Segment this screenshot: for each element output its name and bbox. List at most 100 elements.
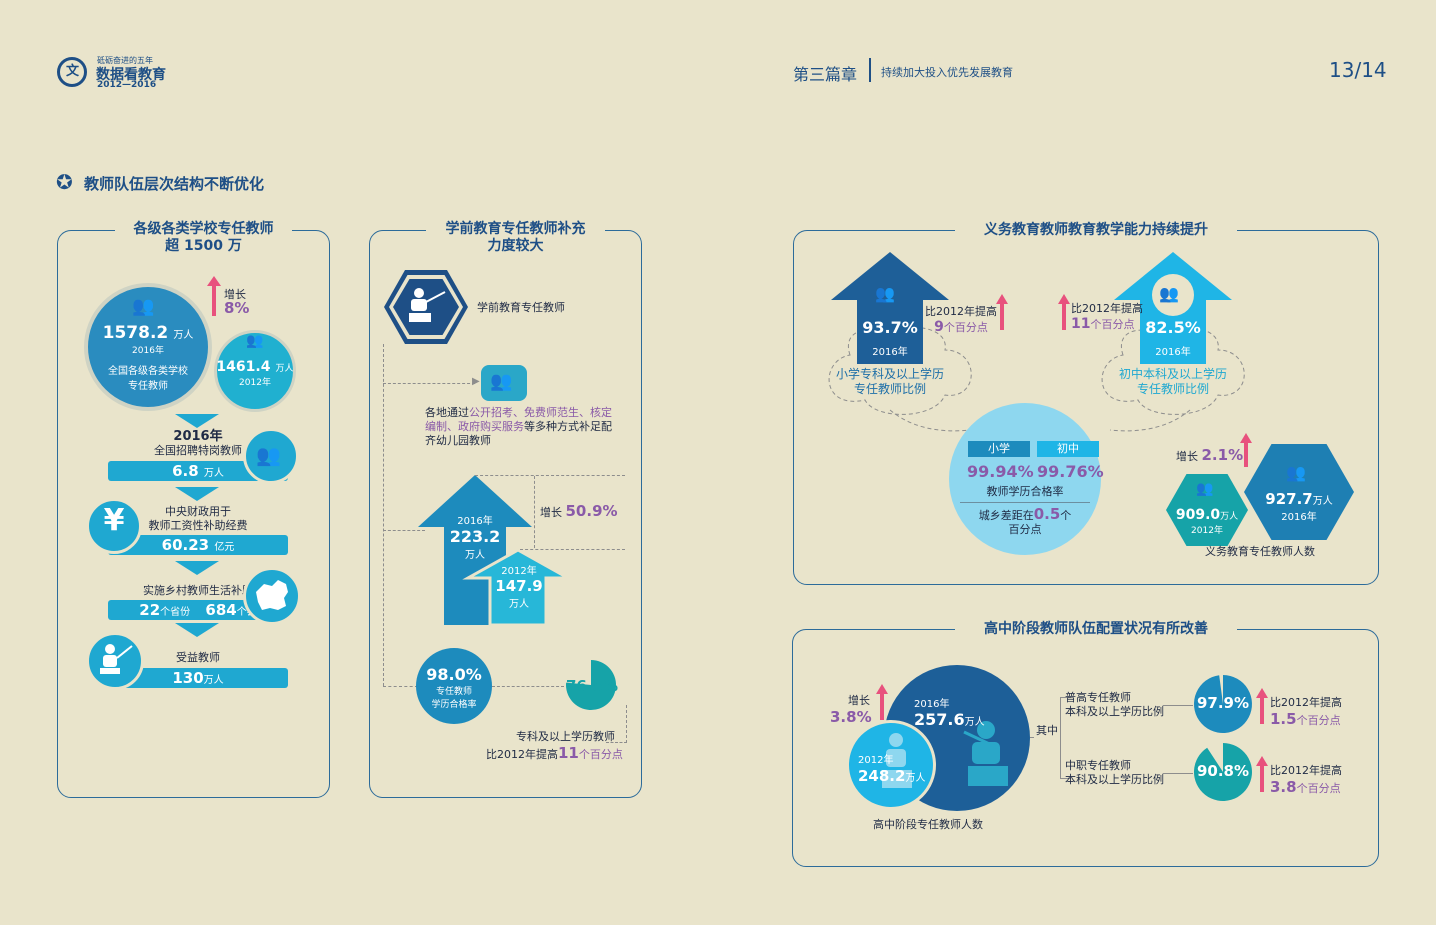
middle-icon-circle (1152, 274, 1194, 316)
primary-desc1: 小学专科及以上学历 (835, 367, 944, 381)
growth-bracket-vert (534, 476, 535, 548)
hex-2012-text: 909.0万人 2012年 (1160, 504, 1254, 536)
panel1-title-line2: 超 1500 万 (165, 238, 242, 254)
primary-year: 2016年 (872, 347, 908, 358)
total-2012-text: 1461.4 万人 2012年 (214, 356, 296, 388)
b2-note: 比2012年提高 3.8个百分点 (1270, 762, 1342, 796)
total-2016-value: 1578.2 (102, 323, 169, 343)
total-desc2: 专任教师 (128, 381, 168, 392)
rate-desc: 教师学历合格率 (986, 485, 1064, 498)
pass-to-pie-line (492, 686, 564, 687)
growth-arrow-icon (876, 684, 888, 720)
preschool-pie-slice (565, 660, 616, 710)
step4-desc: 受益教师 (176, 651, 220, 664)
hex-desc: 义务教育专任教师人数 (1205, 545, 1315, 558)
cloud-dashed-right (1101, 327, 1245, 415)
step1-bar: 6.8 万人 (108, 461, 288, 481)
desc-line3: 齐幼儿园教师 (425, 434, 491, 447)
middle-value: 82.5% (1145, 318, 1201, 337)
step4-unit: 万人 (203, 675, 224, 686)
teacher-icon (963, 721, 1008, 786)
logo-top-text: 砥砺奋进的五年 (97, 56, 153, 65)
growth-bracket (475, 475, 625, 476)
pie-dashed-lines (606, 705, 627, 743)
yuan-icon: ¥ (103, 503, 125, 538)
preschool-item-label: 学前教育专任教师 (477, 301, 565, 314)
pass-rate-desc1: 专任教师 (435, 687, 472, 697)
step2-text: 中央财政用于 教师工资性补助经费 (108, 505, 288, 533)
preschool-growth-value: 50.9% (565, 502, 618, 520)
flow-dashed-line (383, 344, 384, 686)
people-icon: 👥 (1159, 284, 1179, 303)
preschool-pie (565, 660, 616, 710)
total-2016-text: 1578.2 万人 2016年 全国各级各类学校 专任教师 (88, 323, 208, 392)
primary-note-pre: 比2012年提高 (925, 305, 997, 318)
b1-value: 97.9% (1196, 694, 1250, 712)
hs-2012-value: 248.2 (858, 767, 906, 785)
growth-arrow-icon (1256, 756, 1268, 792)
hs-2016-year: 2016年 (914, 699, 950, 710)
step4-value: 130 (172, 669, 204, 687)
growth-bracket-low (520, 549, 625, 550)
panel2-title: 学前教育专任教师补充 力度较大 (426, 221, 605, 255)
people-icon: 👥 (256, 443, 281, 467)
preschool-2012-year: 2012年 (501, 566, 537, 577)
step3-bar: 22个省份 684个县 (108, 600, 288, 620)
b1-note: 比2012年提高 1.5个百分点 (1270, 694, 1342, 728)
preschool-2012-unit: 万人 (509, 599, 529, 610)
pie-desc: 专科及以上学历教师 (516, 730, 615, 743)
b2-note-unit: 个百分点 (1296, 782, 1341, 795)
flow-dashed-branch (383, 383, 475, 384)
primary-value: 93.7% (862, 318, 918, 337)
step2-desc1: 中央财政用于 (165, 505, 231, 518)
step3-counties: 684 (205, 601, 237, 619)
growth-value: 8% (224, 299, 250, 317)
section-title: 教师队伍层次结构不断优化 (84, 175, 265, 193)
hs-2016-value: 257.6 (914, 710, 965, 729)
preschool-desc: 各地通过公开招考、免费师范生、核定 编制、政府购买服务等多种方式补足配 齐幼儿园… (425, 406, 620, 448)
middle-desc: 初中本科及以上学历 专任教师比例 (1113, 367, 1233, 397)
b1-note-num: 1.5 (1270, 710, 1297, 728)
total-2016-unit: 万人 (173, 330, 194, 341)
panel4-title: 高中阶段教师队伍配置状况有所改善 (955, 621, 1237, 638)
desc-post: 等多种方式补足配 (524, 420, 612, 433)
flow-dashed-branch (383, 530, 425, 531)
chapter-title: 第三篇章 (793, 65, 858, 84)
people-icon: 👥 (875, 284, 895, 303)
step1-desc: 全国招聘特岗教师 (154, 444, 242, 457)
hs-growth-value: 3.8% (830, 708, 872, 726)
gap-line2: 百分点 (1008, 523, 1042, 536)
preschool-pie-value: 76.5% (566, 677, 619, 695)
rate-divider (960, 502, 1090, 503)
teacher-icon (882, 733, 912, 788)
pass-rate-desc2: 学历合格率 (431, 700, 477, 710)
hs-growth-label: 增长 (848, 694, 870, 707)
rate-primary: 99.94% (967, 462, 1034, 481)
pass-rate-circle (416, 648, 492, 724)
primary-text: 93.7% 2016年 (858, 318, 922, 358)
middle-note: 比2012年提高 11个百分点 (1071, 300, 1143, 332)
panel1-title: 各级各类学校专任教师 超 1500 万 (115, 221, 292, 255)
flow-arrow-icon (175, 487, 219, 501)
b2-desc1: 中职专任教师 (1065, 759, 1131, 772)
growth-arrow-icon (207, 276, 221, 316)
logo-emblem: 文 (57, 57, 87, 87)
panel2-title-line1: 学前教育专任教师补充 (445, 221, 586, 237)
b2-desc: 中职专任教师 本科及以上学历比例 (1065, 759, 1164, 787)
yuan-icon-circle (86, 498, 142, 554)
preschool-2012: 2012年 147.9 万人 (490, 562, 548, 610)
rate-middle: 99.76% (1037, 462, 1104, 481)
cloud-dashed-left (828, 327, 972, 415)
voc-pie (1193, 743, 1252, 801)
preschool-arrow-small (462, 548, 574, 627)
b1-note-unit: 个百分点 (1296, 714, 1341, 727)
total-2016-year: 2016年 (132, 346, 164, 356)
branch-label: 其中 (1034, 722, 1060, 738)
step3-provinces: 22 (139, 601, 161, 619)
preschool-growth-label: 增长 (540, 506, 562, 519)
hex-growth-label: 增长 (1176, 450, 1198, 463)
total-2012-year: 2012年 (239, 378, 271, 388)
primary-arrow (831, 252, 949, 364)
primary-note-num: 9 (934, 319, 944, 335)
gap-pre: 城乡差距在 (978, 509, 1034, 522)
